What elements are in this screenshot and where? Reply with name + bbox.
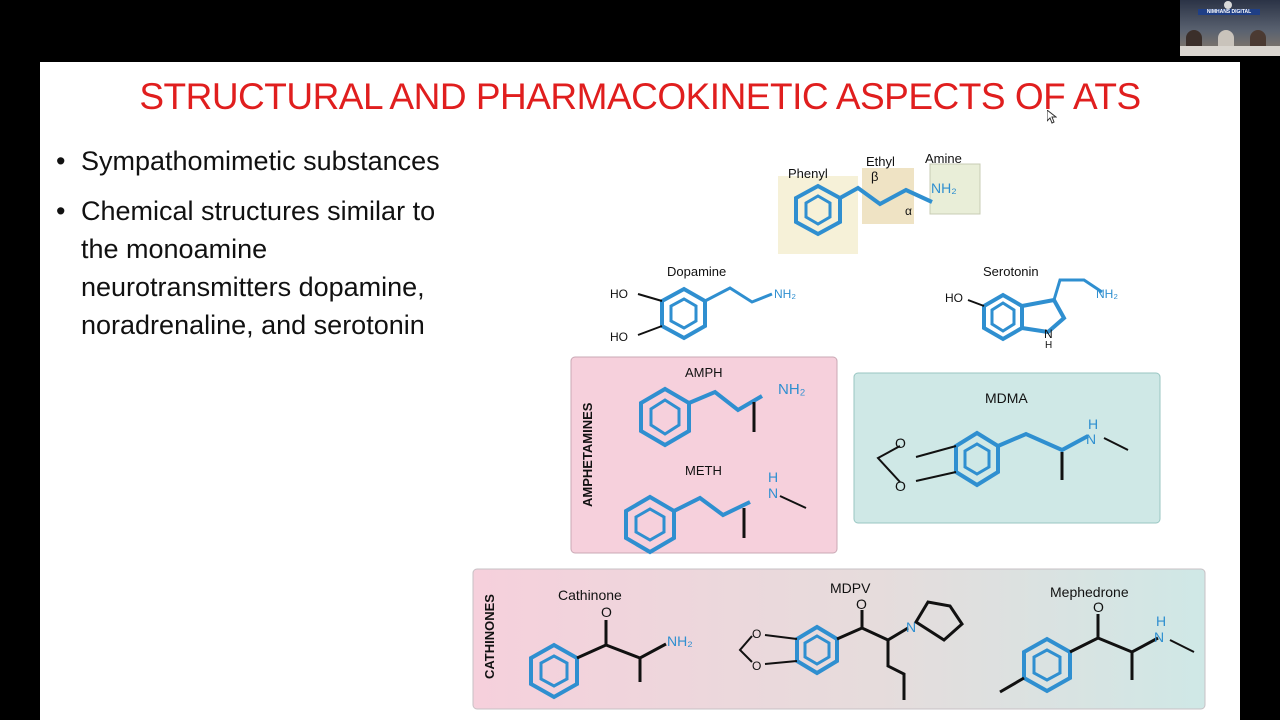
mdma-label: MDMA bbox=[985, 390, 1028, 406]
amine-label: Amine bbox=[925, 151, 962, 166]
meth-label: METH bbox=[685, 463, 722, 478]
presentation-slide: STRUCTURAL AND PHARMACOKINETIC ASPECTS O… bbox=[40, 62, 1240, 720]
mdpv-o2: O bbox=[752, 659, 761, 673]
webcam-banner: NIMHANS DIGITAL ACADEMY bbox=[1198, 9, 1260, 15]
mdma-group: MDMA H N O O bbox=[853, 372, 1161, 524]
alpha-label: α bbox=[905, 204, 912, 218]
academy-logo-icon bbox=[1224, 1, 1232, 9]
dopamine-nh2: NH₂ bbox=[774, 287, 796, 301]
mdpv-label: MDPV bbox=[830, 580, 871, 596]
mdpv-o1: O bbox=[752, 627, 761, 641]
amine-highlight bbox=[929, 163, 981, 215]
slide-title: STRUCTURAL AND PHARMACOKINETIC ASPECTS O… bbox=[139, 76, 1141, 117]
template-nh2: NH₂ bbox=[931, 180, 957, 196]
dopamine-ho-1: HO bbox=[610, 287, 628, 301]
amph-nh2: NH₂ bbox=[778, 381, 806, 398]
phenyl-label: Phenyl bbox=[788, 166, 828, 181]
meth-n: N bbox=[768, 485, 778, 501]
bullet-list: Sympathomimetic substances Chemical stru… bbox=[56, 142, 476, 356]
mdma-h: H bbox=[1088, 416, 1098, 432]
amphetamines-group-label: AMPHETAMINES bbox=[580, 402, 595, 507]
dopamine-label: Dopamine bbox=[667, 264, 726, 279]
bullet-item-2: Chemical structures similar to the monoa… bbox=[56, 192, 476, 344]
webcam-thumbnail: NIMHANS DIGITAL ACADEMY bbox=[1180, 0, 1280, 56]
cathinone-nh2: NH₂ bbox=[667, 633, 693, 649]
cathinones-group-label: CATHINONES bbox=[482, 594, 497, 679]
mdma-o2: O bbox=[895, 478, 906, 494]
serotonin-ring-h: H bbox=[1045, 340, 1052, 351]
dopamine-ho-2: HO bbox=[610, 330, 628, 344]
cathinone-o: O bbox=[601, 604, 612, 620]
mouse-cursor-icon bbox=[1047, 110, 1057, 124]
meth-h: H bbox=[768, 469, 778, 485]
mephedrone-h: H bbox=[1156, 613, 1166, 629]
mdma-box bbox=[853, 372, 1161, 524]
ethyl-label: Ethyl bbox=[866, 154, 895, 169]
mdma-o1: O bbox=[895, 435, 906, 451]
serotonin-nh2: NH₂ bbox=[1096, 287, 1118, 301]
mephedrone-n: N bbox=[1154, 629, 1164, 645]
amphetamines-group: AMPHETAMINES AMPH NH₂ METH H N bbox=[570, 356, 838, 555]
dopamine-molecule: Dopamine HO HO NH₂ bbox=[610, 264, 796, 344]
serotonin-label: Serotonin bbox=[983, 264, 1039, 279]
mdpv-n: N bbox=[906, 619, 916, 635]
beta-label: β bbox=[871, 169, 878, 184]
amph-label: AMPH bbox=[685, 365, 723, 380]
template-molecule: Phenyl Ethyl β α Amine NH₂ bbox=[778, 151, 981, 254]
mdma-n: N bbox=[1086, 431, 1096, 447]
phenyl-highlight bbox=[778, 176, 858, 254]
mephedrone-o: O bbox=[1093, 599, 1104, 615]
cathinone-label: Cathinone bbox=[558, 587, 622, 603]
mephedrone-label: Mephedrone bbox=[1050, 584, 1129, 600]
serotonin-molecule: Serotonin HO NH₂ N H bbox=[945, 264, 1118, 351]
cathinones-group: CATHINONES Cathinone O NH₂ MDPV O N O O … bbox=[472, 568, 1206, 710]
mdpv-o: O bbox=[856, 596, 867, 612]
bullet-item-1: Sympathomimetic substances bbox=[56, 142, 476, 180]
serotonin-ring-n: N bbox=[1044, 327, 1053, 341]
serotonin-ho: HO bbox=[945, 291, 963, 305]
chemical-structures-figure: Phenyl Ethyl β α Amine NH₂ Dopamine HO H… bbox=[472, 151, 1206, 710]
